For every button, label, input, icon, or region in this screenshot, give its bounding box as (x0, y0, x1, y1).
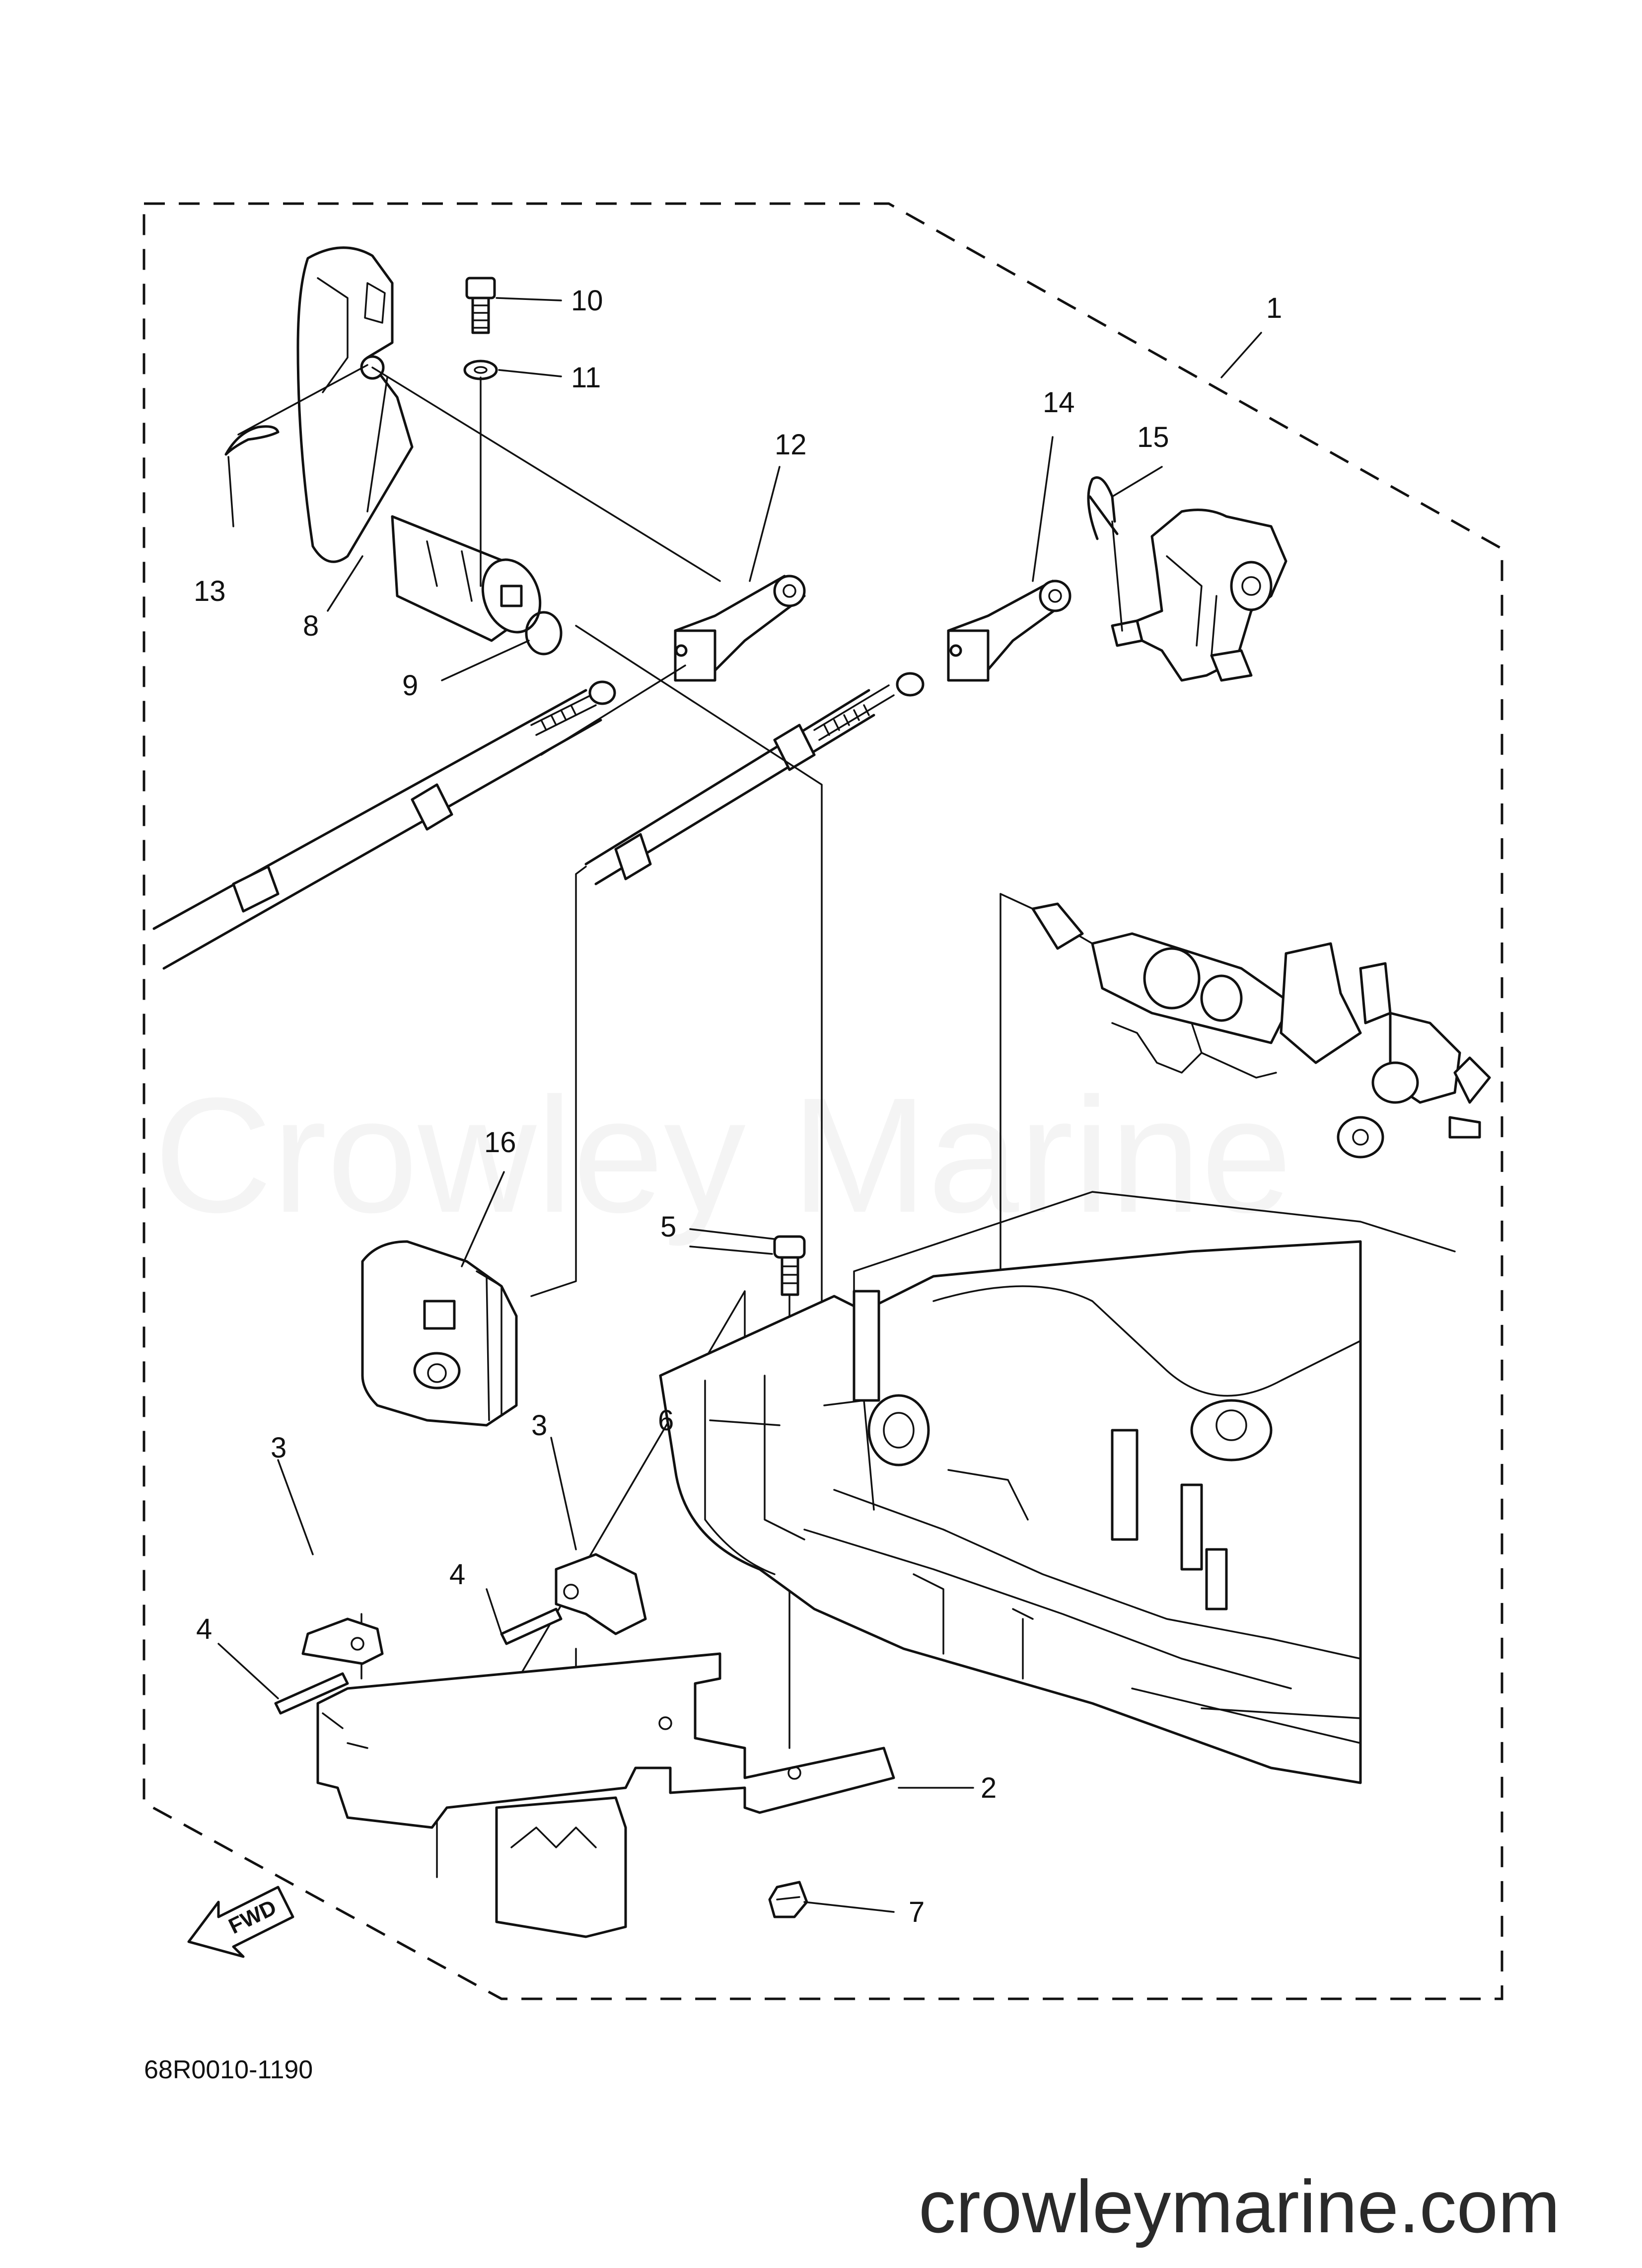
part-4-pin-left (274, 1672, 349, 1715)
callout-leaders (217, 297, 1262, 1913)
cable-upper (584, 672, 925, 885)
part-7-nut (768, 1881, 808, 1918)
part-12-joint (674, 575, 806, 682)
callout-12: 12 (775, 429, 807, 461)
callout-8: 8 (303, 610, 319, 642)
shift-rod-assembly (999, 893, 1491, 1159)
callout-3b: 3 (531, 1409, 547, 1442)
callout-9: 9 (402, 669, 418, 702)
part-9-o-ring (525, 611, 563, 656)
part-16-cover (361, 1240, 518, 1427)
part-11-washer (463, 360, 498, 380)
callout-14: 14 (1043, 386, 1075, 419)
part-10-bolt (465, 277, 496, 334)
callout-2: 2 (981, 1772, 997, 1804)
assembly-boundary (143, 202, 1503, 2000)
callout-4b: 4 (449, 1558, 465, 1591)
callout-16: 16 (484, 1126, 516, 1159)
throttle-arm (1111, 509, 1287, 682)
callout-6: 6 (658, 1404, 674, 1437)
callout-13: 13 (194, 575, 226, 607)
callout-10: 10 (571, 285, 603, 317)
part-5-bolt (773, 1235, 806, 1296)
diagram-code: 68R0010-1190 (144, 2055, 313, 2084)
bottom-cowling (659, 1191, 1456, 1784)
fwd-arrow-icon: FWD (187, 1886, 294, 1958)
part-2-bracket (316, 1652, 895, 1938)
callout-15: 15 (1137, 421, 1169, 453)
cable-lower (152, 680, 616, 970)
watermark: Crowley Marine (154, 1063, 1292, 1247)
callout-3a: 3 (271, 1432, 286, 1464)
part-3-clamp-left (301, 1617, 384, 1665)
callout-7: 7 (909, 1896, 925, 1928)
callout-4a: 4 (196, 1613, 212, 1645)
callout-1: 1 (1266, 292, 1282, 324)
website-url: crowleymarine.com (919, 2165, 1560, 2248)
part-13-clip (224, 425, 280, 456)
part-4-pin-right (500, 1608, 563, 1645)
part-8-lever (296, 246, 542, 642)
part-3-clamp-right (555, 1553, 647, 1635)
part-14-joint (947, 580, 1071, 682)
callout-5: 5 (660, 1211, 676, 1243)
callout-11: 11 (571, 362, 601, 394)
